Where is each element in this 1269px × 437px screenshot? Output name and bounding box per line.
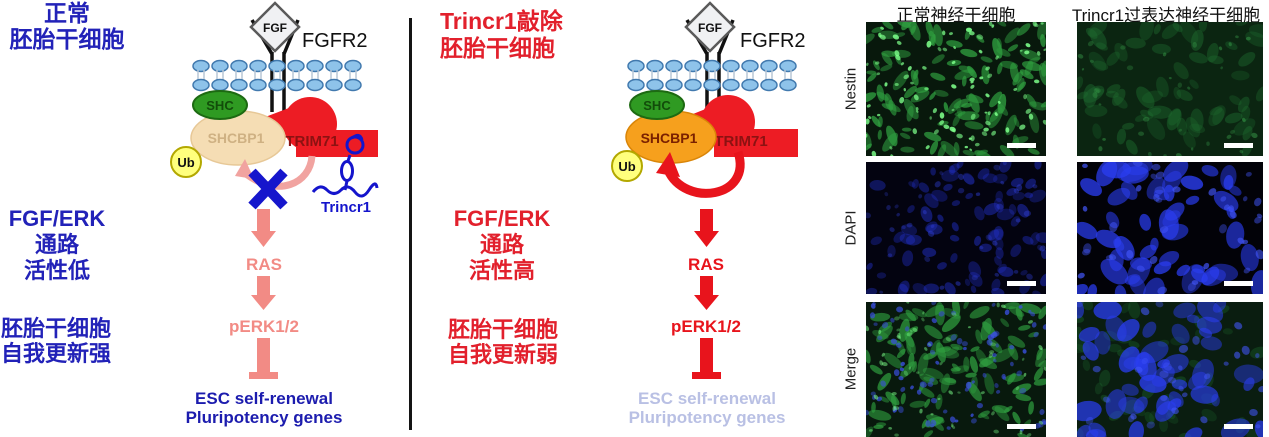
ub-shape-middle: Ub (611, 150, 643, 182)
micro-image-merge-normal (866, 302, 1046, 437)
perk-label-middle: pERK1/2 (671, 317, 741, 336)
middle-renewal-line2: 自我更新弱 (447, 342, 558, 367)
left-panel-title: 正常 胚胎干细胞 (0, 0, 134, 52)
panel-divider (409, 18, 412, 430)
trincr1-rna-icon (311, 133, 379, 198)
shcbp1-label-middle: SHCBP1 (641, 130, 698, 146)
micro-image-nestin-overexpression (1077, 22, 1263, 156)
left-pathway-text: FGF/ERK 通路 活性低 (0, 206, 114, 284)
fgfr2-label-left: FGFR2 (302, 30, 368, 52)
row-label-merge: Merge (842, 347, 860, 391)
left-renewal-line1: 胚胎干细胞 (0, 316, 111, 341)
perk-label-left: pERK1/2 (229, 317, 299, 336)
micro-image-merge-overexpression (1077, 302, 1263, 437)
trim71-label-left: TRIM71 (285, 133, 338, 150)
scale-bar (1224, 424, 1253, 429)
cell-membrane-left (192, 59, 362, 92)
middle-renewal-text: 胚胎干细胞 自我更新弱 (444, 317, 562, 367)
left-pathway-line3: 活性低 (23, 258, 90, 283)
ub-label-left: Ub (177, 155, 194, 170)
middle-outcome-line2: Pluripotency genes (628, 408, 786, 427)
trincr1-label: Trincr1 (320, 199, 372, 216)
shcbp1-shape-left: SHCBP1 (190, 110, 286, 166)
left-renewal-line2: 自我更新强 (0, 341, 111, 366)
left-title-line2: 胚胎干细胞 (9, 26, 125, 52)
ub-label-middle: Ub (618, 159, 635, 174)
scale-bar (1224, 281, 1253, 286)
middle-renewal-line1: 胚胎干细胞 (447, 317, 558, 342)
middle-pathway-diagram: FGF TRIM71 SHCBP1 SHC Ub (611, 1, 798, 379)
left-renewal-text: 胚胎干细胞 自我更新强 (0, 316, 112, 366)
row-label-nestin: Nestin (842, 67, 860, 111)
shc-shape-left: SHC (192, 90, 248, 120)
fgfr2-receptor-left: FGF (249, 1, 301, 112)
left-outcome-line2: Pluripotency genes (185, 408, 343, 427)
scale-bar (1224, 143, 1253, 148)
shc-label-left: SHC (206, 98, 234, 113)
trim71-label-middle: TRIM71 (714, 133, 767, 150)
ras-label-middle: RAS (688, 255, 724, 274)
left-title-line1: 正常 (44, 0, 90, 26)
middle-pathway-line1: FGF/ERK (453, 206, 551, 231)
left-outcome-text: ESC self-renewal Pluripotency genes (154, 389, 374, 427)
cell-membrane-middle (627, 59, 797, 92)
micro-image-nestin-normal (866, 22, 1046, 156)
fgfr2-receptor-middle: FGF (684, 1, 736, 112)
ubiquitination-arrow-middle (656, 150, 745, 198)
middle-outcome-text: ESC self-renewal Pluripotency genes (597, 389, 817, 427)
middle-pathway-line2: 通路 (479, 232, 524, 257)
middle-panel-title: Trincr1敲除 胚胎干细胞 (440, 8, 600, 62)
row-label-dapi: DAPI (842, 210, 860, 246)
cascade-arrows-middle (692, 209, 721, 379)
scale-bar (1007, 424, 1036, 429)
shc-label-middle: SHC (643, 98, 671, 113)
ub-shape-left: Ub (170, 146, 202, 178)
middle-outcome-line1: ESC self-renewal (638, 389, 776, 408)
shcbp1-label-left: SHCBP1 (208, 130, 265, 146)
micro-image-dapi-overexpression (1077, 162, 1263, 294)
middle-title-line1: Trincr1敲除 (440, 8, 563, 34)
cascade-arrows-left (249, 209, 278, 379)
fgf-ligand-label-left: FGF (263, 21, 287, 35)
shcbp1-shape-middle: SHCBP1 (625, 110, 717, 164)
left-outcome-line1: ESC self-renewal (195, 389, 333, 408)
fgfr2-label-middle: FGFR2 (740, 30, 806, 52)
left-pathway-line2: 通路 (34, 232, 79, 257)
micro-col-header-overexpression: Trincr1过表达神经干细胞 (1071, 6, 1261, 25)
middle-pathway-text: FGF/ERK 通路 活性高 (442, 206, 562, 284)
block-x-icon (248, 168, 288, 210)
middle-title-line2: 胚胎干细胞 (440, 35, 555, 61)
shc-shape-middle: SHC (629, 90, 685, 120)
micro-col-header-normal: 正常神经干细胞 (896, 6, 1016, 25)
scale-bar (1007, 281, 1036, 286)
middle-pathway-line3: 活性高 (468, 258, 535, 283)
fgf-ligand-label-middle: FGF (698, 21, 722, 35)
left-pathway-line1: FGF/ERK (8, 206, 106, 231)
ras-label-left: RAS (246, 255, 282, 274)
trim71-shape-left: TRIM71 (252, 97, 378, 157)
scale-bar (1007, 143, 1036, 148)
left-pathway-diagram: FGF TRIM71 SHCBP1 SHC Ub (170, 1, 379, 379)
micro-image-dapi-normal (866, 162, 1046, 294)
